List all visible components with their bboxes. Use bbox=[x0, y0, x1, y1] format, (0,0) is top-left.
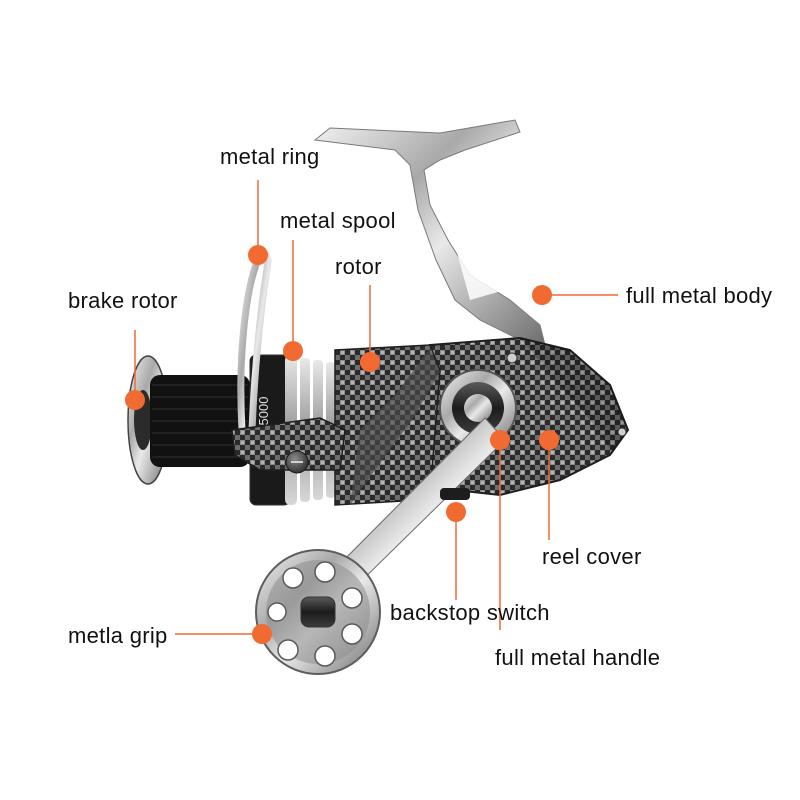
callout-dots bbox=[125, 245, 559, 644]
backstop-switch-part bbox=[440, 488, 470, 500]
dot-full-metal-body bbox=[532, 285, 552, 305]
reel-foot-stem bbox=[313, 119, 546, 346]
rotor-part bbox=[231, 344, 441, 506]
dot-reel-cover bbox=[539, 430, 559, 450]
label-full-metal-handle: full metal handle bbox=[495, 645, 661, 670]
label-brake-rotor: brake rotor bbox=[68, 288, 178, 313]
dot-brake-rotor bbox=[125, 390, 145, 410]
dot-rotor bbox=[360, 352, 380, 372]
label-metal-ring: metal ring bbox=[220, 144, 320, 169]
leader-lines bbox=[134, 180, 618, 635]
dot-metal-spool bbox=[283, 341, 303, 361]
label-full-metal-body: full metal body bbox=[626, 283, 773, 308]
dot-metal-ring bbox=[248, 245, 268, 265]
dot-metla-grip bbox=[252, 624, 272, 644]
label-backstop-switch: backstop switch bbox=[390, 600, 550, 625]
label-rotor: rotor bbox=[335, 254, 382, 279]
handle-knob-base bbox=[439, 352, 627, 447]
grip-part bbox=[255, 549, 381, 675]
label-metla-grip: metla grip bbox=[68, 623, 168, 648]
label-reel-cover: reel cover bbox=[542, 544, 642, 569]
dot-backstop-switch bbox=[446, 502, 466, 522]
dot-full-metal-handle bbox=[490, 430, 510, 450]
label-metal-spool: metal spool bbox=[280, 208, 396, 233]
